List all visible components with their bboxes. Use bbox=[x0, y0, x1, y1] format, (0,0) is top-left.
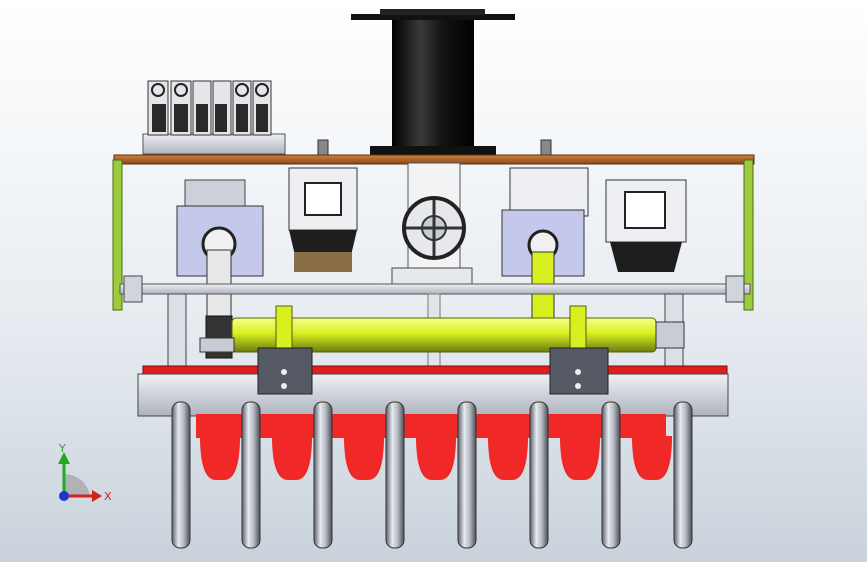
cross-rail bbox=[119, 283, 751, 295]
x-axis-label: X bbox=[104, 490, 112, 503]
rail-end-right bbox=[725, 275, 745, 303]
triad-plane bbox=[64, 473, 90, 496]
yellow-roller bbox=[199, 305, 685, 367]
base-plate bbox=[137, 373, 729, 417]
right-center-module bbox=[501, 167, 589, 323]
rail-end-left bbox=[123, 275, 143, 303]
left-side-bracket bbox=[112, 159, 123, 311]
y-axis-arrow bbox=[58, 452, 70, 464]
right-gripper-module bbox=[605, 179, 687, 272]
post-left bbox=[167, 293, 187, 367]
left-center-module bbox=[288, 167, 358, 272]
top-cylinder bbox=[351, 9, 515, 156]
suction-rod-row bbox=[171, 401, 693, 549]
right-side-bracket bbox=[743, 159, 754, 311]
valve-manifold bbox=[142, 80, 286, 155]
axis-triad: Y X bbox=[58, 442, 112, 503]
z-axis-dot bbox=[59, 491, 69, 501]
center-handwheel-module bbox=[391, 162, 473, 285]
red-pad-row bbox=[196, 414, 672, 480]
left-gripper-module bbox=[176, 179, 264, 359]
x-axis-arrow bbox=[92, 490, 102, 502]
y-axis-label: Y bbox=[58, 442, 66, 455]
